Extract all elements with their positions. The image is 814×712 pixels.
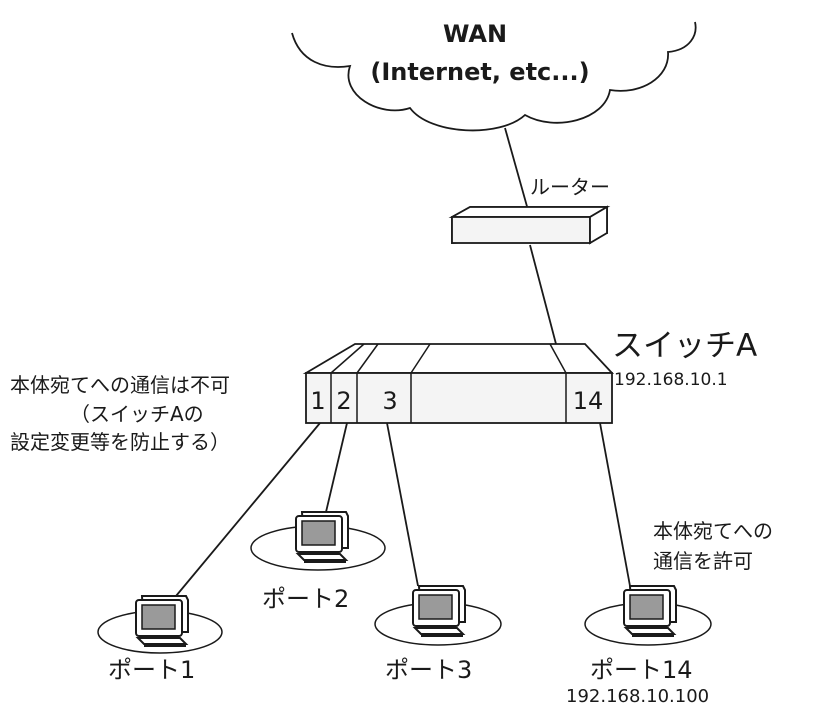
wan-title: WAN: [443, 20, 507, 48]
switch-a: 1 2 3 14 スイッチA 192.168.10.1: [302, 328, 757, 424]
note-left: 本体宛てへの通信は不可 （スイッチAの 設定変更等を防止する）: [10, 373, 230, 454]
router-switch-link: [529, 244, 557, 345]
port2-link: [325, 422, 348, 513]
pc-port-2: ポート2: [250, 511, 386, 613]
note-right: 本体宛てへの 通信を許可: [653, 519, 773, 573]
router-label: ルーター: [530, 175, 610, 199]
port14-link: [599, 422, 631, 587]
router-device: ルーター: [448, 175, 611, 245]
note-left-line2: （スイッチAの: [70, 402, 204, 426]
pc-port-14-ip: 192.168.10.100: [566, 686, 709, 707]
note-right-line1: 本体宛てへの: [653, 519, 773, 543]
pc-port-3: ポート3: [374, 585, 502, 684]
wan-cloud: WAN (Internet, etc...): [291, 20, 697, 132]
wan-subtitle: (Internet, etc...): [370, 58, 589, 86]
switch-ip: 192.168.10.1: [614, 370, 728, 390]
switch-port-14: 14: [573, 387, 604, 415]
pc-port-14: ポート14 192.168.10.100: [566, 585, 712, 707]
pc-port-1: ポート1: [97, 595, 223, 684]
port3-link: [386, 422, 419, 587]
note-left-line3: 設定変更等を防止する）: [10, 430, 230, 454]
switch-port-3: 3: [382, 387, 397, 415]
wan-router-link: [504, 127, 529, 211]
connection-lines: [175, 127, 631, 597]
pc-port-1-label: ポート1: [108, 656, 195, 684]
switch-port-1: 1: [310, 387, 325, 415]
pc-port-2-label: ポート2: [262, 585, 349, 613]
switch-port-2: 2: [336, 387, 351, 415]
port1-link: [175, 422, 321, 597]
note-left-line1: 本体宛てへの通信は不可: [10, 373, 230, 397]
note-right-line2: 通信を許可: [653, 549, 753, 573]
pc-port-14-label: ポート14: [590, 656, 693, 684]
switch-name: スイッチA: [612, 328, 757, 364]
pc-port-3-label: ポート3: [385, 656, 472, 684]
